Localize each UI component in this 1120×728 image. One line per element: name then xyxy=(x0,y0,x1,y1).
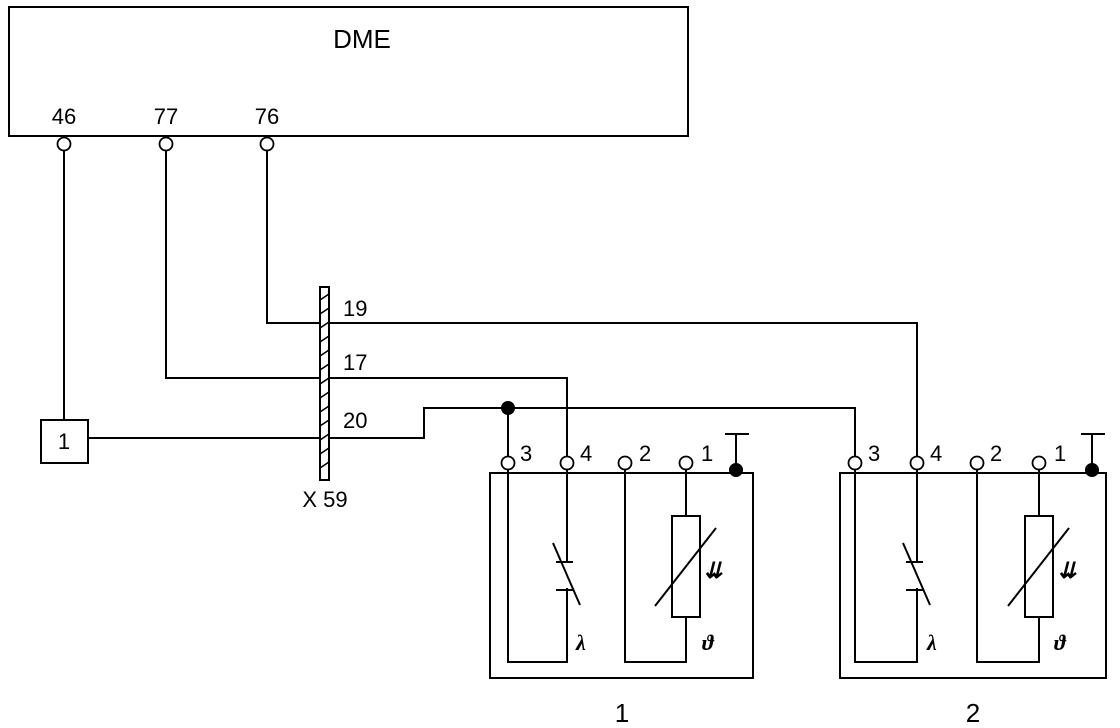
sensor-2-housing xyxy=(839,472,1107,679)
dme-pin-label-46: 46 xyxy=(52,104,76,129)
sensor-2-pin-4 xyxy=(909,455,925,471)
sensor-1-pin-1 xyxy=(678,455,694,471)
relay-box-frame xyxy=(40,419,89,464)
sensor-2-heater-loop xyxy=(976,462,1040,663)
dme-pin-label-76: 76 xyxy=(255,104,279,129)
sensor-1-pin-label-1: 1 xyxy=(701,441,713,466)
wires xyxy=(63,151,918,456)
sensor-1-housing xyxy=(489,472,754,679)
sensor-1-pin-2 xyxy=(617,455,633,471)
relay-box-label: 1 xyxy=(58,429,70,454)
sensor-1-switch-diag xyxy=(552,542,581,606)
dme-title: DME xyxy=(333,24,391,54)
sensor-2-pin-label-1: 1 xyxy=(1054,441,1066,466)
connector-pin-17: 17 xyxy=(343,350,367,375)
sensor-1-heater-arrow xyxy=(654,527,717,607)
sensor-2-pin-3 xyxy=(847,455,863,471)
sensor-1-temp-symbol: ϑ xyxy=(702,630,715,655)
sensor-1-label: 1 xyxy=(615,698,629,728)
sensor-1-lambda-loop xyxy=(507,462,568,663)
connector-name: X 59 xyxy=(302,487,347,512)
dme-pin-76 xyxy=(259,136,275,152)
sensor-2: 3 4 2 1 λ ϑ ⇊ 2 xyxy=(839,433,1107,728)
junction-dot xyxy=(501,401,515,415)
connector-x59: 19 17 20 X 59 xyxy=(302,286,367,512)
sensor-2-lambda-loop xyxy=(854,462,918,663)
sensor-1-pin-label-2: 2 xyxy=(639,441,651,466)
connector-hatch xyxy=(319,293,330,469)
sensor-1-heat-symbol: ⇊ xyxy=(704,558,723,583)
sensor-1-lambda-symbol: λ xyxy=(575,630,586,655)
connector-pin-20: 20 xyxy=(343,408,367,433)
relay-box: 1 xyxy=(40,419,89,464)
sensor-1-pin-label-3: 3 xyxy=(520,441,532,466)
dme-pin-77 xyxy=(158,136,174,152)
sensor-2-pin-label-4: 4 xyxy=(930,441,942,466)
sensor-1-pin-3 xyxy=(500,455,516,471)
sensor-2-lambda-symbol: λ xyxy=(926,630,937,655)
wire-77 xyxy=(165,151,568,456)
sensor-2-pin-1 xyxy=(1031,455,1047,471)
sensor-2-label: 2 xyxy=(966,698,980,728)
sensor-2-pin-label-2: 2 xyxy=(990,441,1002,466)
dme-pin-label-77: 77 xyxy=(154,104,178,129)
sensor-1-heater-loop xyxy=(624,462,687,663)
sensor-2-temp-symbol: ϑ xyxy=(1054,630,1067,655)
sensor-1: 3 4 2 1 λ ϑ ⇊ 1 xyxy=(489,433,754,728)
dme-pin-46 xyxy=(56,136,72,152)
sensor-2-ground-dot xyxy=(1085,463,1099,477)
dme-pins xyxy=(56,136,275,152)
sensor-1-ground-dot xyxy=(729,463,743,477)
sensor-2-pin-2 xyxy=(969,455,985,471)
wire-20 xyxy=(88,407,856,456)
dme-box xyxy=(8,6,689,137)
sensor-2-pin-label-3: 3 xyxy=(868,441,880,466)
dme-unit: DME 46 77 76 xyxy=(8,6,689,137)
connector-pin-19: 19 xyxy=(343,296,367,321)
sensor-2-switch-diag xyxy=(902,542,931,606)
sensor-1-pin-label-4: 4 xyxy=(580,441,592,466)
wire-76 xyxy=(266,151,918,456)
sensor-1-pin-4 xyxy=(559,455,575,471)
sensor-2-heat-symbol: ⇊ xyxy=(1058,558,1077,583)
sensor-2-heater-arrow xyxy=(1007,527,1070,607)
